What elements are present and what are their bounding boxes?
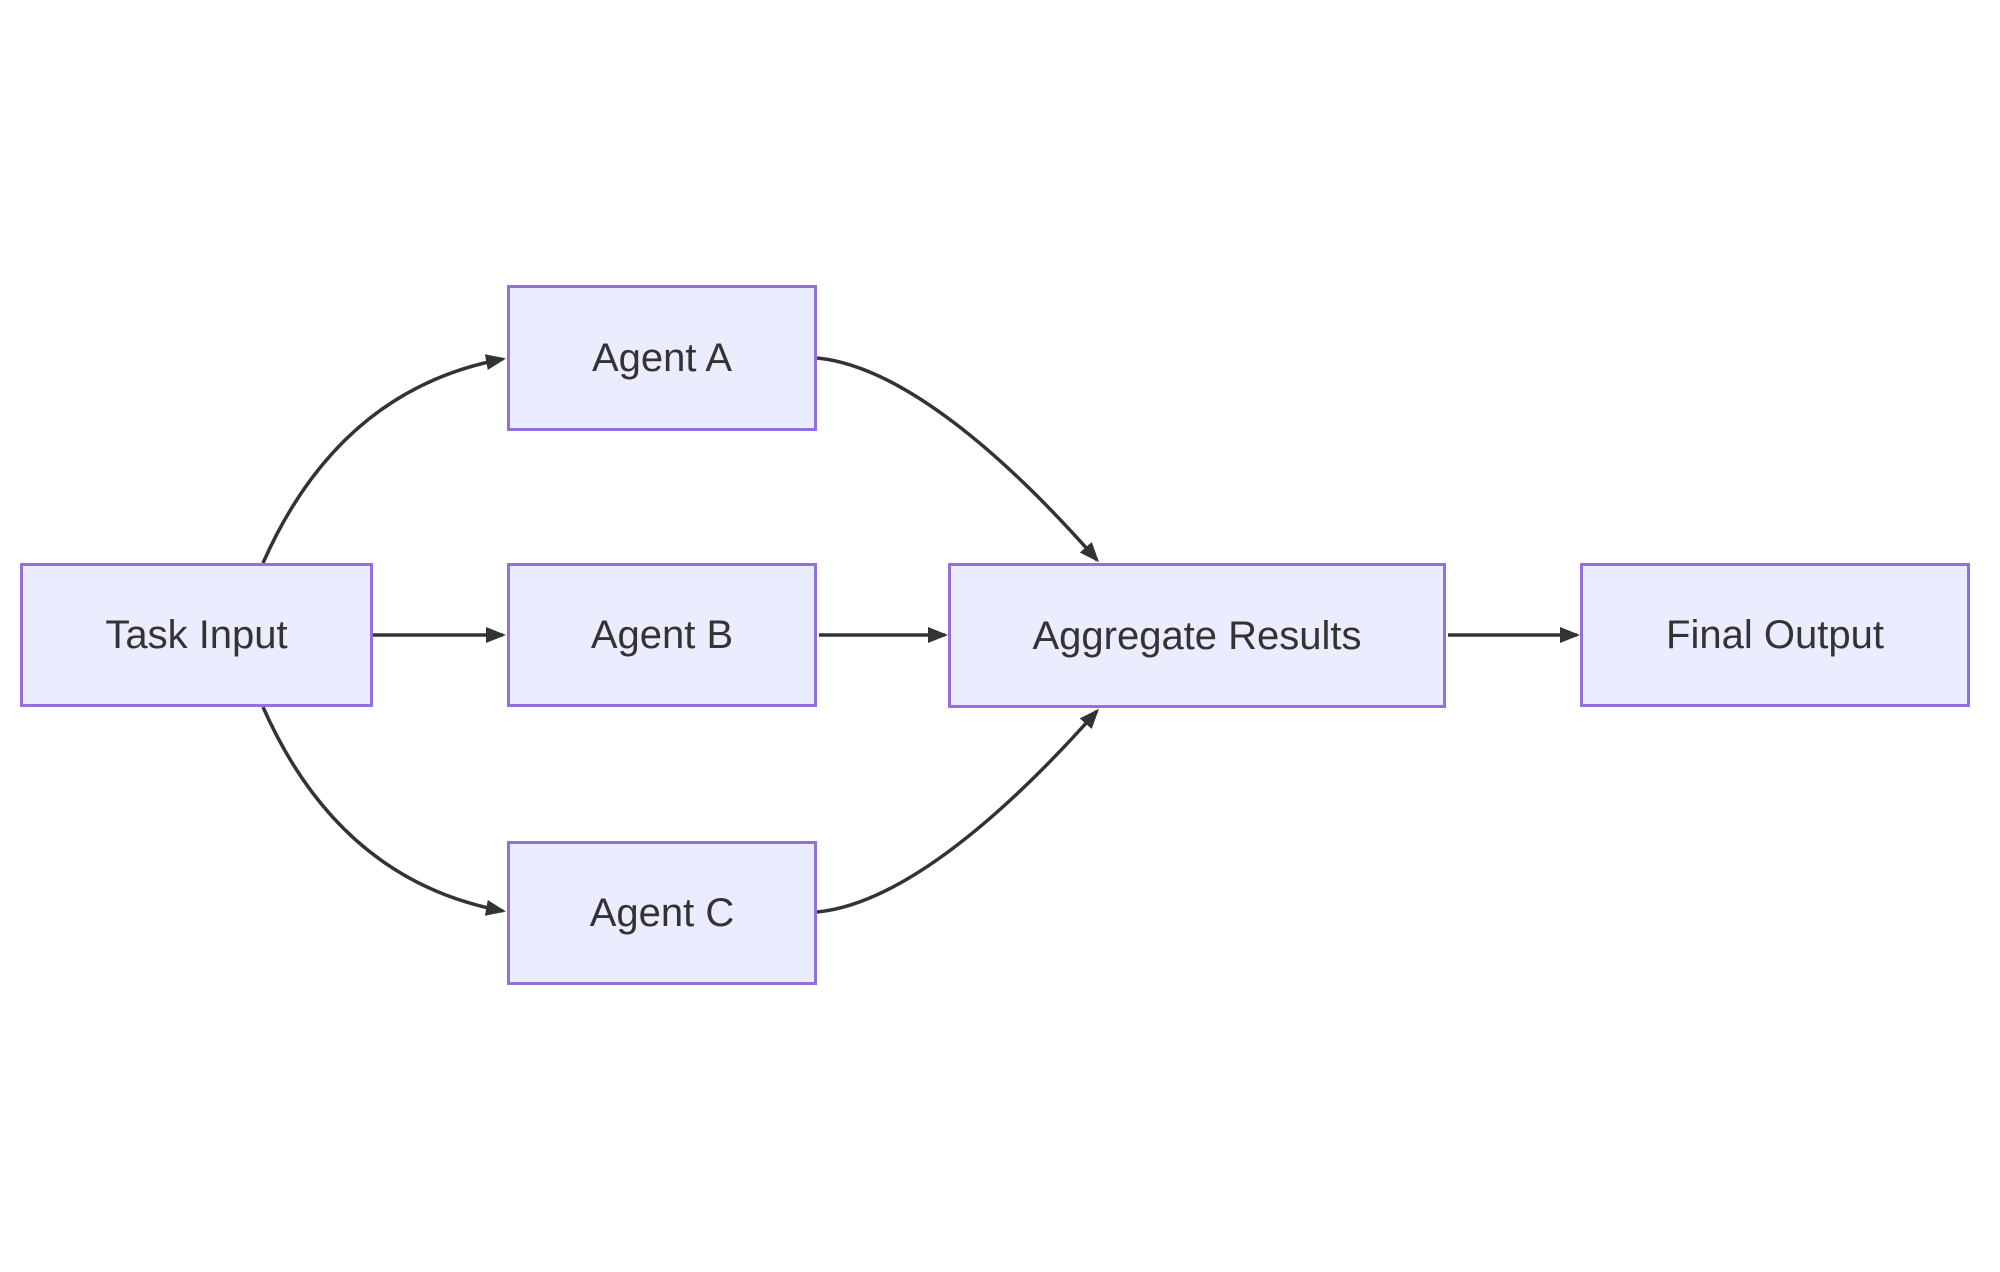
edge-agent-c-to-aggregate-results [816, 708, 1099, 914]
node-agent-a: Agent A [507, 285, 817, 431]
edge-task-input-to-agent-a [261, 354, 506, 564]
node-label: Task Input [105, 613, 288, 657]
node-label: Agent B [590, 613, 734, 657]
edge-task-input-to-agent-c [261, 706, 506, 916]
node-task-input: Task Input [20, 563, 373, 707]
node-agent-b: Agent B [507, 563, 817, 707]
node-label: Agent A [591, 336, 733, 380]
node-agent-c: Agent C [507, 841, 817, 985]
node-label: Final Output [1666, 613, 1884, 657]
node-label: Agent C [589, 891, 735, 935]
node-final-output: Final Output [1580, 563, 1970, 707]
edge-agent-a-to-aggregate-results [816, 356, 1099, 563]
node-label: Aggregate Results [1032, 613, 1362, 658]
node-aggregate-results: Aggregate Results [948, 563, 1446, 708]
